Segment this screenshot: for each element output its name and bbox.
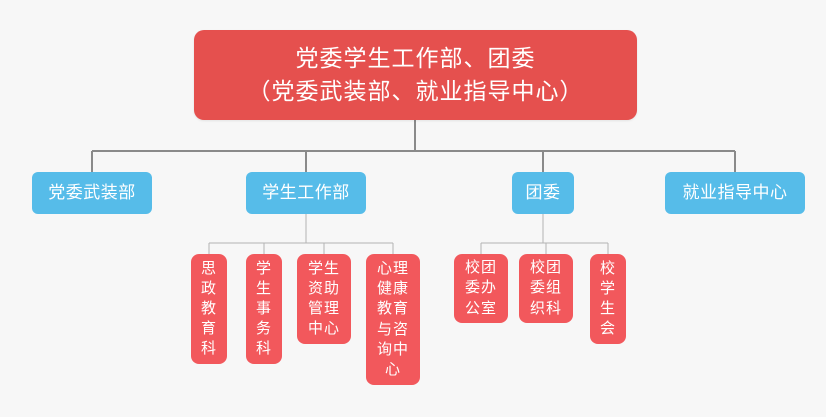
node-tuanweiban-label: 校团 委办 公室 <box>464 259 497 317</box>
node-xueshengbu-label: 学生工作部 <box>262 183 350 203</box>
node-tuanwei[interactable]: 团委 <box>512 172 574 214</box>
node-tuanweiban[interactable]: 校团 委办 公室 <box>454 254 508 323</box>
node-zizhu-label: 学生 资助 管理 中心 <box>307 259 340 338</box>
node-wuzhuangbu-label: 党委武装部 <box>48 183 136 203</box>
node-zuzhike[interactable]: 校团 委组 织科 <box>519 254 573 323</box>
node-xinli-label: 心理 健康 教育 与咨 询中 心 <box>376 260 409 378</box>
node-jiuyezhongxin[interactable]: 就业指导中心 <box>665 172 805 214</box>
node-zuzhike-label: 校团 委组 织科 <box>529 259 562 317</box>
node-root-label: 党委学生工作部、团委 （党委武装部、就业指导中心） <box>247 45 584 104</box>
node-zizhu[interactable]: 学生 资助 管理 中心 <box>297 254 351 344</box>
node-shiwuke[interactable]: 学 生 事 务 科 <box>246 254 282 364</box>
node-sizheng[interactable]: 思 政 教 育 科 <box>191 254 227 364</box>
node-xinli[interactable]: 心理 健康 教育 与咨 询中 心 <box>366 254 420 385</box>
node-xueshenghui[interactable]: 校 学 生 会 <box>590 254 626 344</box>
node-root[interactable]: 党委学生工作部、团委 （党委武装部、就业指导中心） <box>194 30 637 120</box>
node-tuanwei-label: 团委 <box>525 183 561 203</box>
node-shiwuke-label: 学 生 事 务 科 <box>255 259 272 358</box>
node-wuzhuangbu[interactable]: 党委武装部 <box>32 172 152 214</box>
node-xueshenghui-label: 校 学 生 会 <box>599 259 616 338</box>
node-sizheng-label: 思 政 教 育 科 <box>200 259 217 358</box>
node-xueshengbu[interactable]: 学生工作部 <box>246 172 366 214</box>
node-jiuyezhongxin-label: 就业指导中心 <box>682 183 788 203</box>
